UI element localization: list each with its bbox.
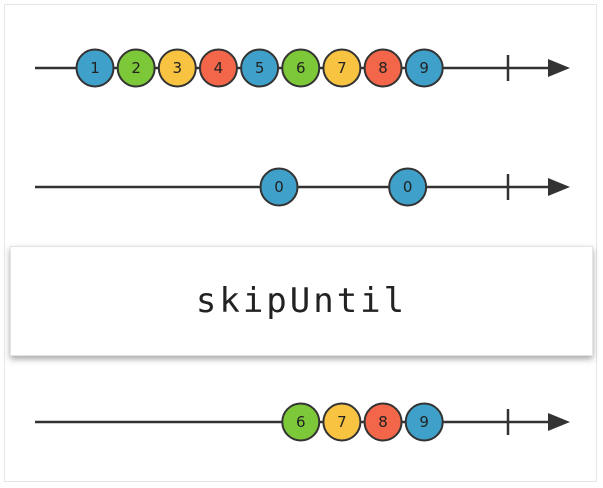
marble: 7	[322, 48, 362, 88]
marble-circle	[388, 167, 428, 207]
marble: 2	[116, 48, 156, 88]
marble: 4	[198, 48, 238, 88]
marble-value: 8	[378, 59, 388, 77]
marble-circle	[322, 48, 362, 88]
operator-box: skipUntil	[10, 246, 593, 356]
marble: 6	[281, 402, 321, 442]
marble-circle	[157, 48, 197, 88]
marble-value: 0	[274, 178, 284, 196]
marble-circle	[281, 402, 321, 442]
marble-value: 5	[255, 59, 265, 77]
marble: 1	[75, 48, 115, 88]
marble-circle	[363, 48, 403, 88]
marble-circle	[363, 402, 403, 442]
marble-value: 1	[90, 59, 100, 77]
marble: 8	[363, 48, 403, 88]
marble: 0	[388, 167, 428, 207]
marble-circle	[404, 402, 444, 442]
timeline-arrow-icon	[548, 413, 570, 431]
timeline-arrow-icon	[548, 59, 570, 77]
marble-value: 4	[214, 59, 224, 77]
marble-value: 7	[337, 59, 347, 77]
marble-value: 9	[419, 413, 429, 431]
marble-value: 2	[131, 59, 141, 77]
marble: 0	[259, 167, 299, 207]
timeline-source: 1 2 3 4 5 6 7 8 9	[35, 48, 570, 88]
marble: 7	[322, 402, 362, 442]
marble-value: 9	[419, 59, 429, 77]
marble-circle	[75, 48, 115, 88]
timeline-arrow-icon	[548, 178, 570, 196]
timeline-result: 6 7 8 9	[35, 402, 570, 442]
marble-value: 7	[337, 413, 347, 431]
marble: 5	[240, 48, 280, 88]
marble-circle	[198, 48, 238, 88]
marble-circle	[404, 48, 444, 88]
marble-value: 3	[173, 59, 183, 77]
marble: 9	[404, 48, 444, 88]
operator-label: skipUntil	[195, 281, 408, 321]
marble-value: 0	[403, 178, 413, 196]
marble-circle	[281, 48, 321, 88]
marble: 3	[157, 48, 197, 88]
marble: 8	[363, 402, 403, 442]
marble-circle	[322, 402, 362, 442]
marble-value: 8	[378, 413, 388, 431]
marble-circle	[259, 167, 299, 207]
marble-circle	[116, 48, 156, 88]
marble: 6	[281, 48, 321, 88]
marble-value: 6	[296, 413, 306, 431]
marble: 9	[404, 402, 444, 442]
marble-circle	[240, 48, 280, 88]
marble-value: 6	[296, 59, 306, 77]
